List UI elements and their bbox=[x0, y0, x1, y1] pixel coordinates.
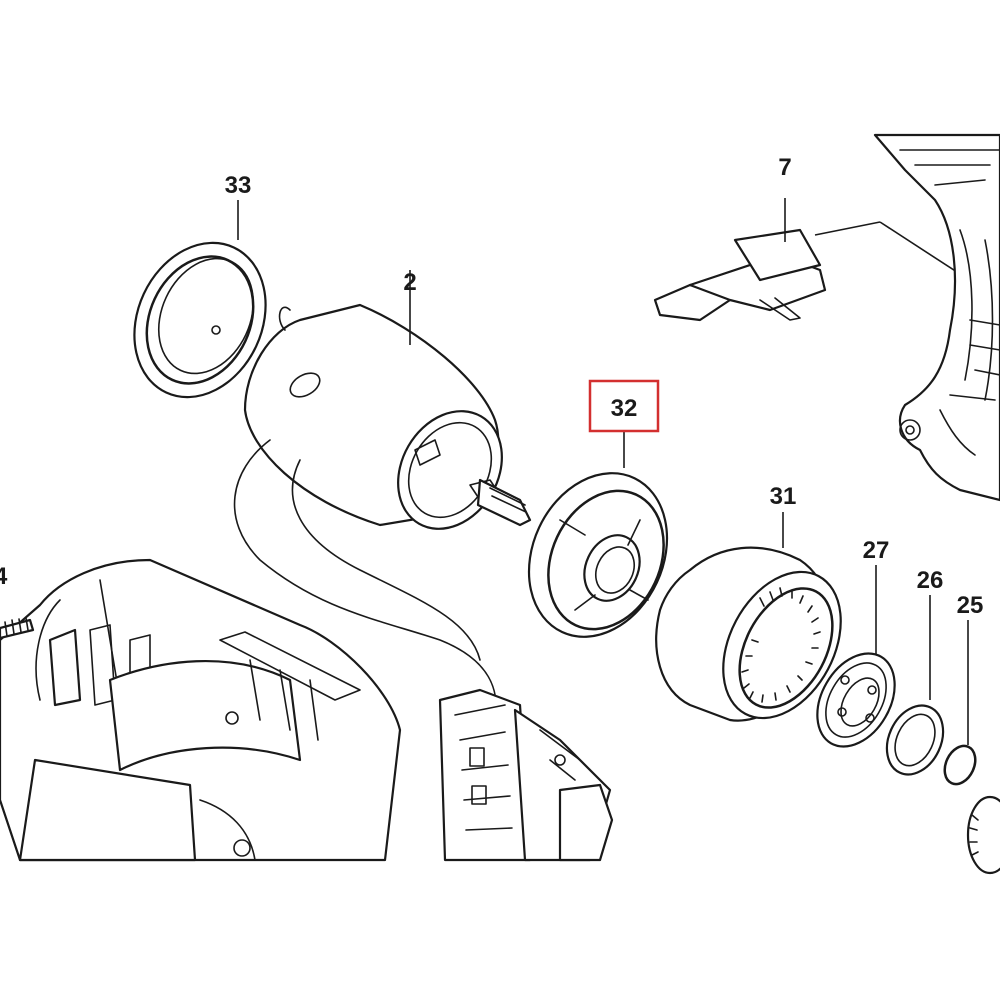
label-31: 31 bbox=[770, 483, 797, 510]
part-31-ring-gear bbox=[655, 512, 842, 722]
label-25: 25 bbox=[957, 592, 984, 619]
part-32-carrier-plate bbox=[527, 379, 669, 638]
part-26-washer bbox=[885, 595, 945, 776]
label-7: 7 bbox=[778, 154, 791, 181]
part-4-screw bbox=[0, 617, 35, 640]
part-25-o-ring bbox=[943, 620, 977, 786]
label-26: 26 bbox=[917, 567, 944, 594]
label-33: 33 bbox=[225, 172, 252, 199]
gear-housing-assembly bbox=[0, 558, 402, 862]
labels: 33 2 32 31 27 26 25 7 4 bbox=[0, 154, 983, 619]
label-27: 27 bbox=[863, 537, 890, 564]
part-33-end-ring bbox=[133, 200, 267, 399]
switch-module bbox=[438, 688, 614, 862]
label-2: 2 bbox=[403, 269, 416, 296]
part-2-motor bbox=[233, 270, 532, 721]
housing-half bbox=[873, 133, 1000, 502]
gear-fragment bbox=[966, 795, 1000, 875]
label-32: 32 bbox=[611, 395, 638, 422]
highlight-box-32 bbox=[588, 379, 660, 433]
part-27-bearing bbox=[816, 565, 896, 748]
label-4: 4 bbox=[0, 563, 8, 590]
part-7-switch-lever bbox=[653, 198, 1000, 322]
